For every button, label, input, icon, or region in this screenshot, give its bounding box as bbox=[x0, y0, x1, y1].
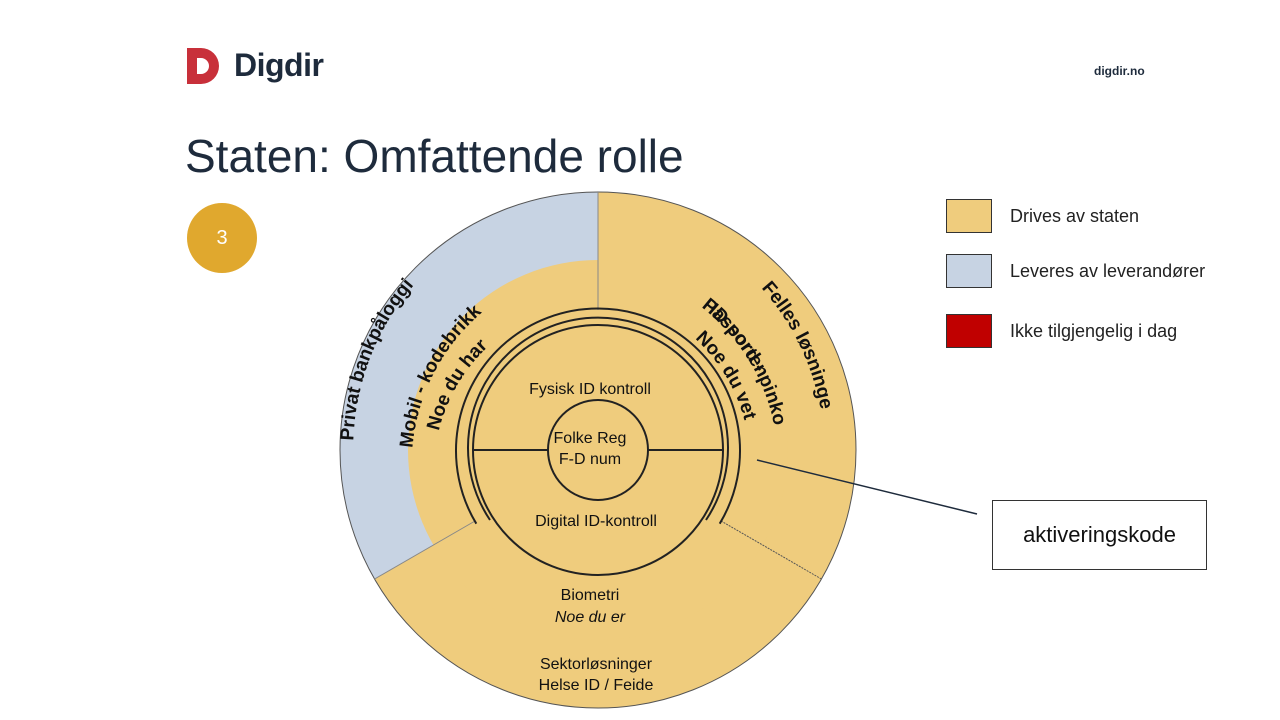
legend-swatch-supplier bbox=[946, 254, 992, 288]
sector-sublabel: Helse ID / Feide bbox=[539, 677, 654, 694]
center-label-1: Folke Reg bbox=[554, 430, 627, 447]
legend-label-unavailable: Ikke tilgjengelig i dag bbox=[1010, 320, 1178, 341]
legend-label-supplier: Leveres av leverandører bbox=[1010, 260, 1206, 281]
arc-label-private: Privat bankpålogging bbox=[0, 0, 418, 441]
ring-arc-inner bbox=[455, 307, 741, 525]
slide-number-badge: 3 bbox=[187, 203, 257, 273]
legend-item-unavailable: Ikke tilgjengelig i dag bbox=[946, 313, 1177, 349]
logo-text: Digdir bbox=[234, 47, 324, 83]
site-link[interactable]: digdir.no bbox=[1094, 64, 1145, 78]
divider-right bbox=[720, 520, 822, 580]
center-circle bbox=[547, 399, 649, 501]
callout-connector bbox=[756, 459, 978, 515]
biometrics-label: Biometri bbox=[561, 587, 620, 604]
digdir-logo: Digdir bbox=[185, 44, 345, 88]
legend-swatch-state bbox=[946, 199, 992, 233]
center-label-2: F-D num bbox=[559, 451, 621, 468]
physical-id-label: Fysisk ID kontroll bbox=[529, 381, 651, 398]
divider-left bbox=[374, 520, 476, 580]
page-title: Staten: Omfattende rolle bbox=[185, 130, 684, 182]
callout-box: aktiveringskode bbox=[992, 500, 1207, 570]
ring-arc-inner2 bbox=[467, 316, 729, 521]
arc-label-mobile: Mobil - kodebrikke bbox=[0, 0, 486, 449]
sector-label: Sektorløsninger bbox=[540, 656, 653, 673]
digdir-logo-mark-icon bbox=[187, 48, 219, 84]
legend-item-state: Drives av staten bbox=[946, 198, 1139, 234]
legend-item-supplier: Leveres av leverandører bbox=[946, 253, 1205, 289]
legend-label-state: Drives av staten bbox=[1010, 205, 1140, 226]
legend-swatch-unavailable bbox=[946, 314, 992, 348]
digital-id-label: Digital ID-kontroll bbox=[535, 513, 657, 530]
biometrics-sublabel: Noe du er bbox=[555, 609, 626, 626]
